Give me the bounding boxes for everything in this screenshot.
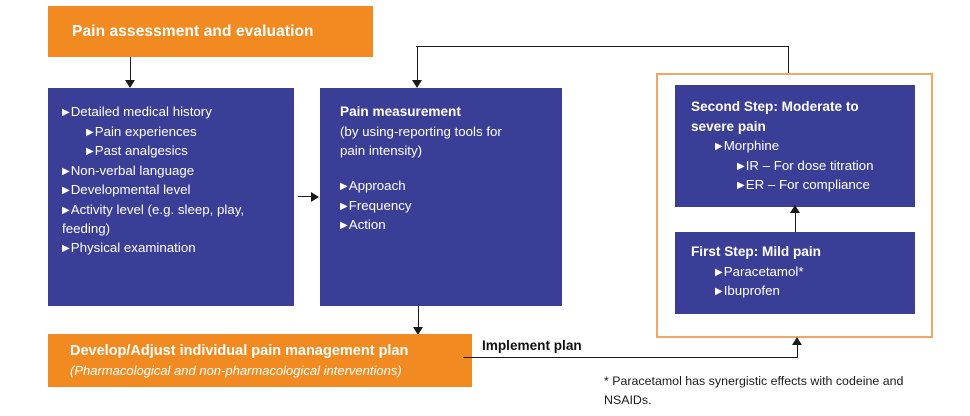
connector-ladder-riser-line: [788, 46, 789, 74]
measurement-item-0: Approach: [340, 176, 548, 196]
second-step-item-0: Morphine: [691, 136, 907, 156]
assessment-item-2: Past analgesics: [62, 141, 284, 161]
connector-top-to-measurement-line: [417, 46, 418, 81]
measurement-subline-1: pain intensity): [340, 142, 423, 158]
measurement-box: Pain measurement (by using-reporting too…: [320, 88, 562, 306]
assessment-item-1: Pain experiences: [62, 122, 284, 142]
assessment-box: Detailed medical history Pain experience…: [48, 88, 294, 306]
connector-assessment-to-measurement-arrow: [311, 192, 319, 202]
first-step-heading: First Step: Mild pain: [691, 244, 821, 259]
connector-header-to-assessment-line: [130, 57, 131, 81]
assessment-item-3: Non-verbal language: [62, 161, 284, 181]
assessment-item-6: Physical examination: [62, 238, 284, 258]
implement-plan-label: Implement plan: [482, 338, 582, 353]
connector-first-to-second-step-arrow: [790, 205, 800, 213]
header-pain-assessment-box: Pain assessment and evaluation: [48, 6, 373, 57]
first-step-item-0: Paracetamol*: [691, 262, 907, 282]
footnote-line-0: * Paracetamol has synergistic effects wi…: [604, 374, 904, 388]
measurement-spacer: [340, 160, 548, 176]
second-step-item-2: ER – For compliance: [691, 175, 907, 195]
connector-measurement-to-plan-line: [418, 306, 419, 328]
assessment-item-5: Activity level (e.g. sleep, play, feedin…: [62, 200, 284, 239]
connector-top-horizontal-line: [416, 46, 789, 47]
connector-top-to-measurement-arrow: [412, 80, 422, 88]
assessment-item-4: Developmental level: [62, 180, 284, 200]
second-step-heading-line-1: severe pain: [691, 118, 766, 134]
connector-implement-horizontal-line: [463, 357, 798, 358]
second-step-item-1: IR – For dose titration: [691, 156, 907, 176]
first-step-item-1: Ibuprofen: [691, 281, 907, 301]
footnote: * Paracetamol has synergistic effects wi…: [604, 372, 934, 410]
second-step-box: Second Step: Moderate to severe pain Mor…: [675, 85, 915, 207]
second-step-heading-line-0: Second Step: Moderate to: [691, 99, 859, 114]
plan-subtitle: (Pharmacological and non-pharmacological…: [70, 362, 402, 378]
connector-implement-riser-line: [797, 345, 798, 358]
measurement-item-1: Frequency: [340, 196, 548, 216]
connector-first-to-second-step-line: [795, 212, 796, 233]
page-title: Pain assessment and evaluation: [72, 22, 314, 40]
measurement-item-2: Action: [340, 215, 548, 235]
assessment-item-0: Detailed medical history: [62, 102, 284, 122]
first-step-box: First Step: Mild pain Paracetamol* Ibupr…: [675, 232, 915, 314]
measurement-subline-0: (by using-reporting tools for: [340, 123, 502, 139]
plan-title: Develop/Adjust individual pain managemen…: [70, 342, 409, 359]
connector-assessment-to-measurement-line: [298, 196, 312, 197]
connector-header-to-assessment-arrow: [125, 80, 135, 88]
plan-box: Develop/Adjust individual pain managemen…: [48, 334, 472, 387]
footnote-line-1: NSAIDs.: [604, 393, 652, 408]
connector-implement-arrow: [792, 337, 802, 345]
connector-measurement-to-plan-arrow: [413, 327, 423, 335]
measurement-heading: Pain measurement: [340, 104, 461, 119]
